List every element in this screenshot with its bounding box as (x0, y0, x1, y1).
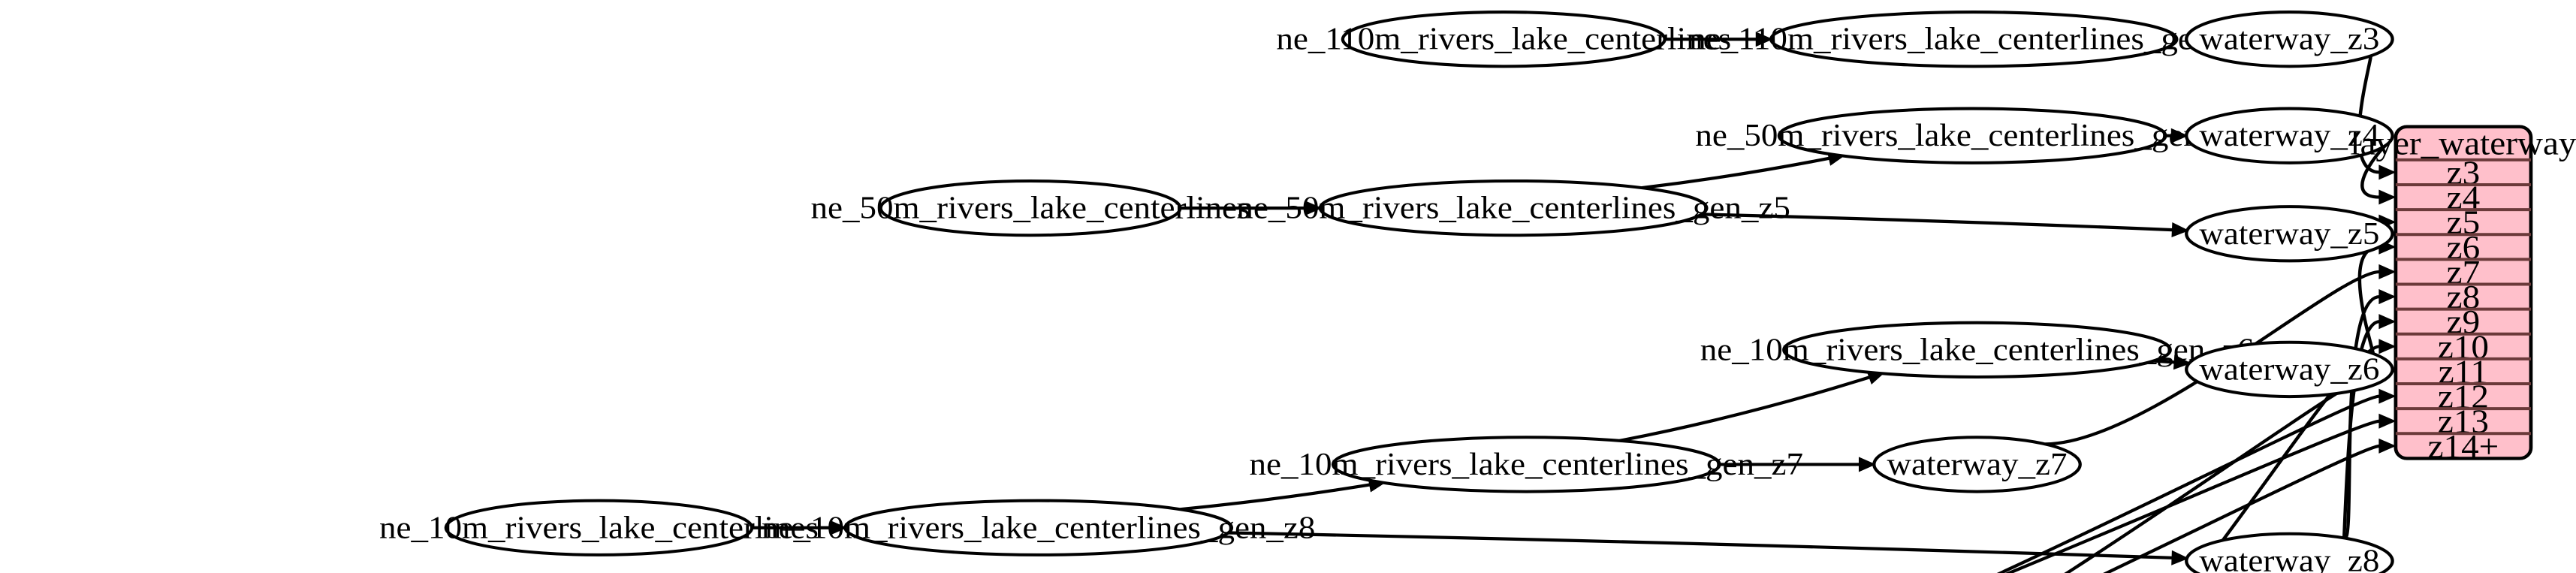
graph-edge (1996, 388, 2397, 573)
edge-arrowhead (2173, 354, 2191, 370)
graph-node-ne_50m_rivers_lake_centerlines_gen_z4[interactable]: ne_50m_rivers_lake_centerlines_gen_z4 (1695, 107, 2249, 164)
edge-arrowhead (2378, 388, 2397, 404)
table-cell-label: z14+ (2428, 427, 2499, 464)
graph-node-ne_10m_rivers_lake_centerlines_gen_z8[interactable]: ne_10m_rivers_lake_centerlines_gen_z8 (762, 499, 1315, 556)
edge-arrowhead (1858, 457, 1876, 472)
edge-line (1996, 394, 2380, 573)
edge-arrowhead (2171, 222, 2189, 238)
graph-node-waterway_z8[interactable]: waterway_z8 (2185, 532, 2394, 573)
graph-node-waterway_z7[interactable]: waterway_z7 (1872, 436, 2082, 493)
graph-edge (1701, 213, 2189, 238)
graph-edge (1619, 370, 1886, 442)
node-label: ne_50m_rivers_lake_centerlines_gen_z4 (1695, 119, 2249, 153)
graph-edge (2103, 438, 2397, 573)
graph-edge (1180, 477, 1386, 511)
node-label: ne_50m_rivers_lake_centerlines_gen_z5 (1236, 191, 1790, 225)
node-ellipse[interactable] (1872, 436, 2082, 493)
graph-node-ne_50m_rivers_lake_centerlines_gen_z5[interactable]: ne_50m_rivers_lake_centerlines_gen_z5 (1236, 179, 1790, 237)
edge-line (1228, 531, 2173, 559)
edge-arrowhead (1305, 201, 1323, 216)
table-row[interactable]: z14+ (2396, 427, 2531, 464)
edge-line (1701, 213, 2173, 232)
node-label: ne_110m_rivers_lake_centerlines (1276, 22, 1731, 56)
graph-node-ne_50m_rivers_lake_centerlines[interactable]: ne_50m_rivers_lake_centerlines (811, 179, 1250, 237)
graph-node-ne_110m_rivers_lake_centerlines[interactable]: ne_110m_rivers_lake_centerlines (1276, 11, 1731, 68)
edge-line (1180, 483, 1371, 511)
node-ellipse[interactable] (1777, 107, 2167, 164)
edge-arrowhead (830, 520, 848, 535)
nodes-layer: imposm3osm_waterway_linestringosm_import… (379, 11, 2394, 573)
graph-node-ne_110m_rivers_lake_centerlines_gen_z3[interactable]: ne_110m_rivers_lake_centerlines_gen_z3 (1689, 11, 2258, 68)
edge-arrowhead (2171, 550, 2189, 565)
graph-edge (1228, 531, 2189, 565)
edge-line (2064, 369, 2380, 573)
edge-arrowhead (2378, 264, 2397, 279)
edge-arrowhead (2378, 164, 2397, 180)
node-ellipse[interactable] (1782, 321, 2172, 378)
node-ellipse[interactable] (1769, 11, 2179, 68)
graph-edge (1664, 32, 1773, 47)
node-label: waterway_z6 (2199, 352, 2379, 387)
edge-line (1641, 156, 1830, 190)
node-ellipse[interactable] (2185, 205, 2394, 263)
graph-edge (1641, 151, 1846, 190)
node-label: ne_10m_rivers_lake_centerlines (379, 511, 819, 545)
edge-line (2103, 444, 2380, 573)
graph-node-waterway_z5[interactable]: waterway_z5 (2185, 205, 2394, 263)
node-ellipse[interactable] (1341, 11, 1667, 68)
edge-arrowhead (1755, 32, 1773, 47)
edge-arrowhead (2378, 438, 2397, 454)
table-node-layer-waterway[interactable]: layer_waterwayz3z4z5z6z7z8z9z10z11z12z13… (2350, 125, 2576, 464)
node-label: waterway_z7 (1887, 447, 2068, 481)
table-title: layer_waterway (2350, 125, 2576, 161)
graph-node-waterway_z4[interactable]: waterway_z4 (2185, 107, 2394, 164)
graph-edge (752, 520, 848, 535)
edge-line (2004, 419, 2380, 573)
node-label: waterway_z8 (2199, 544, 2379, 573)
node-label: ne_10m_rivers_lake_centerlines_gen_z7 (1250, 447, 1803, 481)
edge-arrowhead (2378, 289, 2397, 305)
node-ellipse[interactable] (2185, 532, 2394, 573)
node-ellipse[interactable] (1331, 436, 1721, 493)
table-node-layer: layer_waterwayz3z4z5z6z7z8z9z10z11z12z13… (2350, 125, 2576, 464)
graph-node-ne_10m_rivers_lake_centerlines[interactable]: ne_10m_rivers_lake_centerlines (379, 499, 819, 556)
node-ellipse[interactable] (2185, 340, 2394, 399)
graph-node-waterway_z3[interactable]: waterway_z3 (2185, 11, 2394, 68)
node-label: ne_50m_rivers_lake_centerlines (811, 191, 1250, 225)
edge-arrowhead (2378, 413, 2397, 429)
node-label: waterway_z4 (2199, 119, 2379, 153)
node-label: waterway_z3 (2199, 22, 2379, 56)
node-ellipse[interactable] (2185, 107, 2394, 164)
edge-arrowhead (2378, 189, 2397, 205)
graph-edge (2341, 314, 2397, 573)
edge-arrowhead (2378, 314, 2397, 330)
edge-line (1619, 375, 1871, 442)
graph-edge (2004, 413, 2397, 573)
graph-node-ne_10m_rivers_lake_centerlines_gen_z6[interactable]: ne_10m_rivers_lake_centerlines_gen_z6 (1700, 321, 2254, 378)
edge-line (2341, 320, 2381, 573)
edge-arrowhead (2378, 339, 2397, 354)
edge-arrowhead (2170, 128, 2188, 143)
node-ellipse[interactable] (879, 179, 1182, 237)
graph-node-waterway_z6[interactable]: waterway_z6 (2185, 340, 2394, 399)
node-label: ne_10m_rivers_lake_centerlines_gen_z8 (762, 511, 1315, 545)
graph-edge (1180, 201, 1323, 216)
graph-edge (1719, 457, 1876, 472)
graph-node-ne_10m_rivers_lake_centerlines_gen_z7[interactable]: ne_10m_rivers_lake_centerlines_gen_z7 (1250, 436, 1803, 493)
node-ellipse[interactable] (1318, 179, 1709, 237)
node-label: waterway_z5 (2199, 216, 2379, 251)
node-ellipse[interactable] (2185, 11, 2394, 68)
node-label: ne_10m_rivers_lake_centerlines_gen_z6 (1700, 333, 2254, 367)
node-ellipse[interactable] (843, 499, 1234, 556)
node-label: ne_110m_rivers_lake_centerlines_gen_z3 (1689, 22, 2258, 56)
node-ellipse[interactable] (444, 499, 754, 556)
